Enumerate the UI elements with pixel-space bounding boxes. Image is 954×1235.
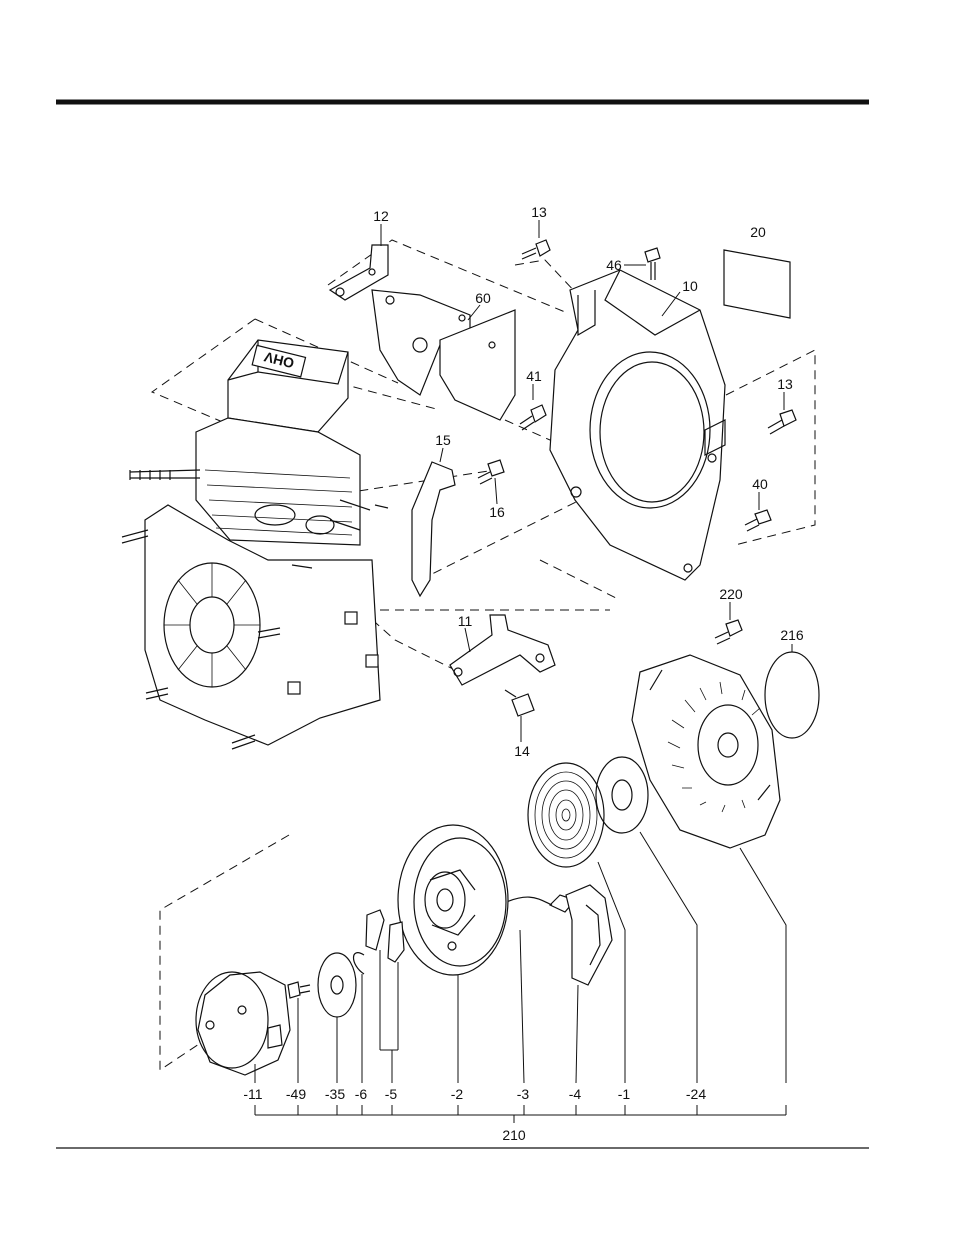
bolt-13-top	[522, 240, 550, 259]
bolt-220	[715, 620, 742, 644]
label-20	[724, 250, 790, 318]
callout-15: 15	[435, 432, 451, 448]
reel	[398, 825, 508, 975]
callout-sub-3: -3	[517, 1086, 530, 1102]
bolt-13-right	[768, 410, 796, 434]
callout-11: 11	[458, 613, 473, 629]
callout-220: 220	[719, 586, 743, 602]
bolt-40	[745, 510, 771, 531]
callout-46: 46	[606, 257, 622, 273]
callout-sub-6: -6	[355, 1086, 368, 1102]
callout-16: 16	[489, 504, 505, 520]
spiral-spring	[528, 763, 604, 867]
callout-40: 40	[752, 476, 768, 492]
callout-60: 60	[475, 290, 491, 306]
engine-block: OHV	[122, 340, 388, 749]
ratchets	[366, 910, 404, 962]
callout-12: 12	[373, 208, 389, 224]
callout-41: 41	[526, 368, 542, 384]
bolt-41	[520, 405, 546, 430]
callout-13-top: 13	[531, 204, 547, 220]
callout-13-right: 13	[777, 376, 793, 392]
blower-housing-10	[550, 270, 725, 580]
callout-20: 20	[750, 224, 766, 240]
cylinder-head	[196, 418, 360, 545]
friction-plate	[318, 953, 356, 1017]
callout-210: 210	[502, 1127, 526, 1143]
callout-sub-5: -5	[385, 1086, 398, 1102]
callout-sub-49: -49	[286, 1086, 306, 1102]
callout-sub-1: -1	[618, 1086, 631, 1102]
callout-216: 216	[780, 627, 804, 643]
seal-216	[765, 652, 819, 738]
starter-handle	[500, 885, 612, 985]
guide-15	[412, 462, 455, 596]
callout-sub-11: -11	[243, 1086, 262, 1102]
callout-10: 10	[682, 278, 698, 294]
screw	[288, 982, 310, 998]
starter-cover	[196, 972, 290, 1075]
bolt-46	[645, 248, 660, 280]
callout-sub-35: -35	[325, 1086, 345, 1102]
circlip	[354, 953, 365, 974]
bolt-14	[505, 690, 534, 716]
callout-sub-2: -2	[451, 1086, 464, 1102]
callout-14: 14	[514, 743, 530, 759]
starter-case	[632, 655, 780, 848]
callout-sub-24: -24	[686, 1086, 706, 1102]
callout-sub-4: -4	[569, 1086, 582, 1102]
